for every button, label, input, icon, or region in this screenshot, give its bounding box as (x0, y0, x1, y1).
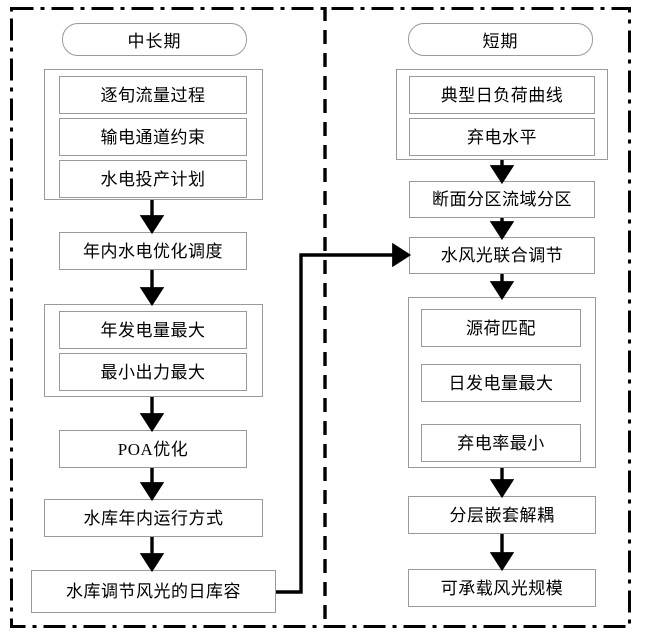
node-ml-schedule: 年内水电优化调度 (59, 232, 247, 270)
panel-divider (322, 7, 328, 628)
panel-header-short-term: 短期 (408, 23, 593, 56)
arrow-cross-link-capacity-to-joint (276, 242, 412, 594)
node-st-zoning: 断面分区流域分区 (409, 181, 595, 218)
node-ml-objective-2: 最小出力最大 (59, 353, 247, 391)
node-st-capacity: 可承载风光规模 (408, 569, 596, 607)
panel-header-mid-long-term: 中长期 (62, 23, 247, 56)
node-st-input-1: 典型日负荷曲线 (409, 76, 595, 114)
node-ml-objective-1: 年发电量最大 (59, 311, 247, 349)
node-st-input-2: 弃电水平 (409, 118, 595, 156)
node-ml-operation: 水库年内运行方式 (44, 499, 263, 537)
node-st-joint-regulation: 水风光联合调节 (409, 237, 595, 274)
node-ml-daily-capacity: 水库调节风光的日库容 (31, 570, 276, 613)
node-ml-input-1: 逐旬流量过程 (59, 76, 247, 114)
node-st-objective-1: 源荷匹配 (421, 309, 581, 347)
node-st-decoupling: 分层嵌套解耦 (408, 496, 596, 534)
node-ml-poa: POA优化 (59, 430, 247, 468)
node-st-objective-2: 日发电量最大 (421, 364, 581, 402)
node-ml-input-3: 水电投产计划 (59, 160, 247, 198)
node-ml-input-2: 输电通道约束 (59, 118, 247, 156)
node-st-objective-3: 弃电率最小 (421, 424, 581, 462)
